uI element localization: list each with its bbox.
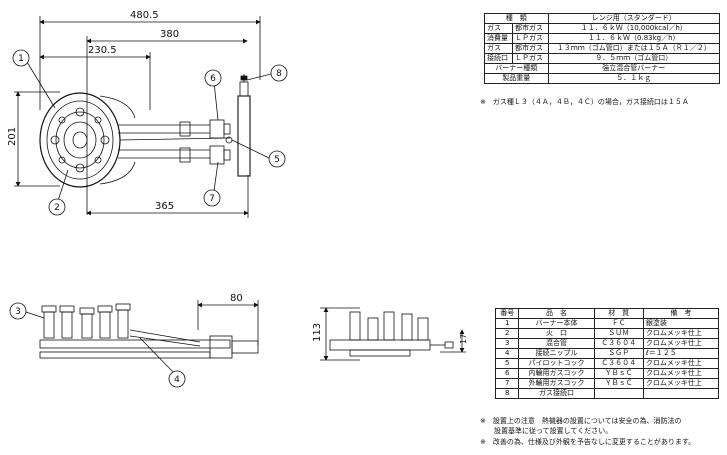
spec-header-type: 種 類 (484, 13, 549, 24)
spec-value: 強立混合管バーナー (547, 63, 721, 74)
part-material (593, 388, 644, 399)
part-material: ＦＣ (593, 318, 644, 329)
part-no: 8 (494, 388, 520, 399)
balloon-6: 6 (210, 74, 216, 84)
parts-header-name: 品 名 (518, 308, 595, 319)
table-row: 8 ガス接続口 (494, 388, 720, 399)
part-no: 2 (494, 328, 520, 339)
part-name: 接続ニップル (518, 348, 595, 359)
table-row: 4 接続ニップル ＳＧＰ ℓ＝１２５ (494, 348, 720, 359)
part-material: Ｃ３６０４ (593, 358, 644, 369)
table-row: 2 火 口 ＳＵＭ クロムメッキ仕上 (494, 328, 720, 339)
spec-value: １３ｍｍ（ゴム管口）または１５Ａ（Ｒ１／２） (547, 43, 721, 54)
spec-header-value: レンジ用（スタンダード） (547, 13, 721, 24)
balloon-8: 8 (276, 69, 282, 79)
part-material: ＹＢｓＣ (593, 368, 644, 379)
dim-201: 201 (7, 127, 18, 146)
table-row: 1 バーナー本体 ＦＣ 銀塗装 (494, 318, 720, 329)
part-no: 5 (494, 358, 520, 369)
spec-group: 消費量 (483, 33, 514, 44)
part-remarks (642, 388, 720, 399)
part-name: 混合管 (518, 338, 595, 349)
spec-sub: 都市ガス (512, 43, 549, 54)
spec-sub: ＬＰガス (512, 33, 549, 44)
spec-value: ９．５ｍｍ（ゴム管口） (547, 53, 721, 64)
balloon-4: 4 (174, 375, 180, 385)
table-row: 6 内輪用ガスコック ＹＢｓＣ クロムメッキ仕上 (494, 368, 720, 379)
part-material: ＹＢｓＣ (593, 378, 644, 389)
part-remarks: クロムメッキ仕上 (642, 328, 720, 339)
dim-80: 80 (230, 293, 243, 304)
spec-sub: ＬＰガス (512, 53, 549, 64)
balloon-3: 3 (15, 307, 21, 317)
note-line-3: ※ 改善の為、仕様及び外観を予告なしに変更することがあります。 (480, 438, 696, 446)
part-no: 3 (494, 338, 520, 349)
parts-table: 番号 品 名 材 質 備 考 1 バーナー本体 ＦＣ 銀塗装 2 火 口 ＳＵＭ… (494, 308, 720, 399)
spec-label: バーナー種類 (484, 63, 549, 74)
part-remarks: クロムメッキ仕上 (642, 368, 720, 379)
part-material: Ｃ３６０４ (593, 338, 644, 349)
dim-230: 230.5 (88, 45, 117, 56)
part-remarks: クロムメッキ仕上 (642, 338, 720, 349)
table-row: 3 混合管 Ｃ３６０４ クロムメッキ仕上 (494, 338, 720, 349)
spec-group: 接続口 (483, 53, 514, 64)
part-no: 1 (494, 318, 520, 329)
part-name: 外輪用ガスコック (518, 378, 595, 389)
part-no: 6 (494, 368, 520, 379)
dim-365: 365 (155, 201, 174, 212)
spec-note: ※ ガス種Ｌ３（４Ａ，４Ｂ，４Ｃ）の場合，ガス接続口は１５Ａ (480, 98, 689, 106)
part-remarks: クロムメッキ仕上 (642, 378, 720, 389)
spec-value: ５．１ｋｇ (547, 73, 721, 84)
part-name: バーナー本体 (518, 318, 595, 329)
dim-overall-width: 480.5 (130, 10, 159, 21)
balloon-7: 7 (209, 194, 215, 204)
part-material: ＳＵＭ (593, 328, 644, 339)
parts-header-material: 材 質 (593, 308, 644, 319)
table-row: 7 外輪用ガスコック ＹＢｓＣ クロムメッキ仕上 (494, 378, 720, 389)
balloon-5: 5 (274, 155, 280, 165)
dim-113: 113 (312, 323, 323, 342)
note-line-2: 設置基準に従って設置してください。 (480, 427, 613, 435)
part-name: パイロットコック (518, 358, 595, 369)
part-remarks: ℓ＝１２５ (642, 348, 720, 359)
parts-header-no: 番号 (494, 308, 520, 319)
spec-group: ガス (483, 43, 514, 54)
part-no: 7 (494, 378, 520, 389)
spec-table: 種 類 レンジ用（スタンダード） ガス 都市ガス １１．６ｋＷ（10,000kc… (483, 13, 721, 84)
dim-380: 380 (160, 29, 179, 40)
parts-header-remarks: 備 考 (642, 308, 720, 319)
balloon-2: 2 (54, 203, 60, 213)
part-remarks: クロムメッキ仕上 (642, 358, 720, 369)
spec-sub: 都市ガス (512, 23, 549, 34)
part-name: 内輪用ガスコック (518, 368, 595, 379)
spec-value: １１．６ｋＷ（10,000kcal／h） (547, 23, 721, 34)
part-name: ガス接続口 (518, 388, 595, 399)
part-material: ＳＧＰ (593, 348, 644, 359)
part-no: 4 (494, 348, 520, 359)
spec-group: ガス (483, 23, 514, 34)
part-name: 火 口 (518, 328, 595, 339)
balloon-1: 1 (18, 54, 24, 64)
table-row: 5 パイロットコック Ｃ３６０４ クロムメッキ仕上 (494, 358, 720, 369)
note-line-1: ※ 設置上の注意 熱機器の設置については安全の為、消防法の (480, 417, 682, 425)
spec-label: 製品重量 (484, 73, 549, 84)
dim-17: 17 (459, 334, 468, 344)
spec-value: １１．６ｋＷ（0.83kg／h） (547, 33, 721, 44)
part-remarks: 銀塗装 (642, 318, 720, 329)
